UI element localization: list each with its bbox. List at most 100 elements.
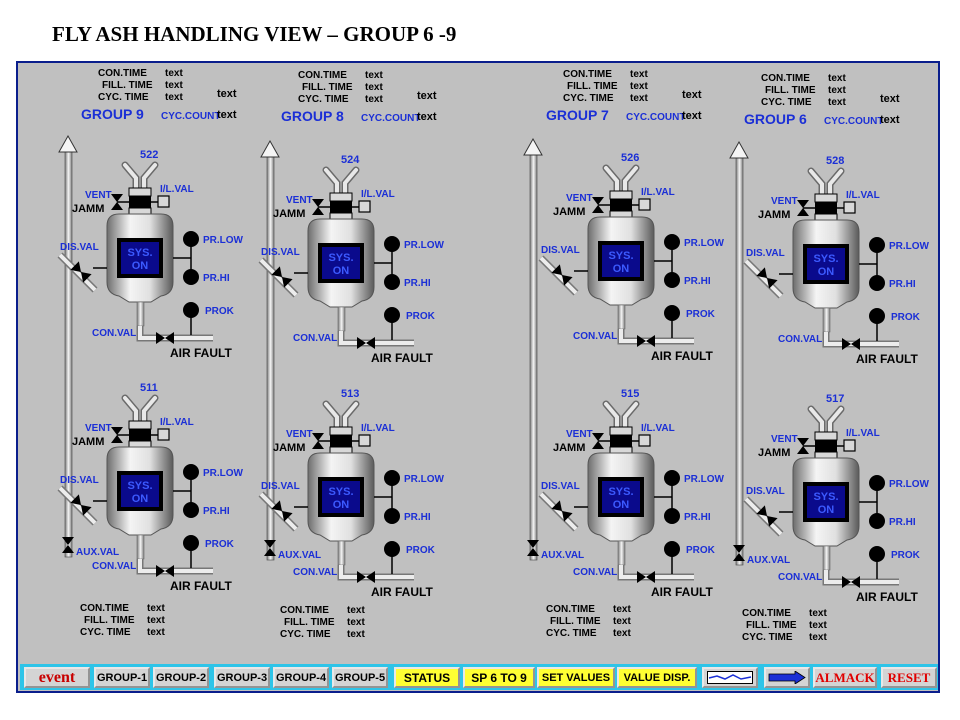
- aux-valve[interactable]: [264, 540, 276, 556]
- vessel-screen[interactable]: [807, 486, 845, 518]
- pr-low-label: PR.LOW: [684, 238, 725, 249]
- inlet-valve-block[interactable]: [815, 202, 837, 214]
- discharge-valve[interactable]: [271, 500, 293, 522]
- vent-valve[interactable]: [111, 427, 123, 443]
- group-2-button[interactable]: GROUP-2: [153, 667, 209, 688]
- pr-hi-indicator[interactable]: [869, 513, 885, 529]
- pr-low-indicator[interactable]: [869, 475, 885, 491]
- pr-hi-indicator[interactable]: [183, 269, 199, 285]
- conveying-valve[interactable]: [156, 565, 174, 577]
- vent-valve[interactable]: [111, 194, 123, 210]
- status-button[interactable]: STATUS: [394, 667, 460, 688]
- vent-valve[interactable]: [797, 200, 809, 216]
- group-3-button[interactable]: GROUP-3: [214, 667, 270, 688]
- discharge-valve[interactable]: [70, 494, 92, 516]
- conveying-valve[interactable]: [637, 335, 655, 347]
- conveying-valve[interactable]: [357, 337, 375, 349]
- vent-valve[interactable]: [592, 197, 604, 213]
- prok-indicator[interactable]: [869, 308, 885, 324]
- vessel-screen[interactable]: [121, 242, 159, 274]
- vessel-screen[interactable]: [602, 481, 640, 513]
- conveying-valve[interactable]: [156, 332, 174, 344]
- pr-hi-indicator[interactable]: [183, 502, 199, 518]
- inlet-valve-block[interactable]: [610, 199, 632, 211]
- pr-hi-indicator[interactable]: [384, 274, 400, 290]
- group-4-button[interactable]: GROUP-4: [273, 667, 329, 688]
- discharge-valve[interactable]: [70, 261, 92, 283]
- fill-time-value: text: [147, 615, 165, 626]
- il-val-indicator[interactable]: [157, 428, 170, 441]
- vessel-screen[interactable]: [322, 247, 360, 279]
- prok-indicator[interactable]: [384, 307, 400, 323]
- pr-hi-indicator[interactable]: [664, 508, 680, 524]
- prok-indicator[interactable]: [664, 541, 680, 557]
- discharge-valve[interactable]: [551, 264, 573, 286]
- pr-hi-indicator[interactable]: [664, 272, 680, 288]
- prok-indicator[interactable]: [664, 305, 680, 321]
- vent-valve[interactable]: [592, 433, 604, 449]
- inlet-valve-top: [609, 426, 633, 436]
- vent-valve[interactable]: [312, 433, 324, 449]
- pr-low-indicator[interactable]: [384, 470, 400, 486]
- set-values-button[interactable]: SET VALUES: [537, 667, 615, 688]
- inlet-valve-block[interactable]: [330, 201, 352, 213]
- discharge-valve[interactable]: [756, 267, 778, 289]
- il-val-indicator[interactable]: [358, 434, 371, 447]
- aux-valve[interactable]: [527, 540, 539, 556]
- vessel-screen[interactable]: [121, 475, 159, 507]
- pr-hi-indicator[interactable]: [869, 275, 885, 291]
- il-val-indicator[interactable]: [843, 201, 856, 214]
- prok-label: PROK: [205, 306, 235, 317]
- group-5-button[interactable]: GROUP-5: [332, 667, 388, 688]
- group-1-button[interactable]: GROUP-1: [94, 667, 150, 688]
- vessel-screen[interactable]: [322, 481, 360, 513]
- prok-indicator[interactable]: [869, 546, 885, 562]
- inlet-valve-block[interactable]: [129, 196, 151, 208]
- conveying-valve[interactable]: [357, 571, 375, 583]
- almack-button[interactable]: ALMACK: [813, 667, 877, 688]
- pr-low-indicator[interactable]: [183, 231, 199, 247]
- event-button[interactable]: event: [24, 667, 90, 688]
- discharge-valve[interactable]: [271, 266, 293, 288]
- il-val-indicator[interactable]: [358, 200, 371, 213]
- prok-indicator[interactable]: [183, 535, 199, 551]
- next-page-button[interactable]: [764, 667, 810, 688]
- pr-low-indicator[interactable]: [183, 464, 199, 480]
- pr-hi-indicator[interactable]: [384, 508, 400, 524]
- discharge-valve[interactable]: [756, 505, 778, 527]
- aux-valve[interactable]: [733, 545, 745, 561]
- inlet-valve-block[interactable]: [129, 429, 151, 441]
- conveying-valve[interactable]: [637, 571, 655, 583]
- inlet-valve-block[interactable]: [815, 440, 837, 452]
- value-disp-button[interactable]: VALUE DISP.: [617, 667, 697, 688]
- reset-button[interactable]: RESET: [881, 667, 937, 688]
- pr-low-indicator[interactable]: [664, 234, 680, 250]
- il-val-indicator[interactable]: [638, 198, 651, 211]
- conveying-valve[interactable]: [842, 576, 860, 588]
- vessel-screen[interactable]: [807, 248, 845, 280]
- pr-low-indicator[interactable]: [384, 236, 400, 252]
- pr-hi-label: PR.HI: [684, 512, 711, 523]
- il-val-indicator[interactable]: [157, 195, 170, 208]
- il-val-indicator[interactable]: [843, 439, 856, 452]
- pr-low-indicator[interactable]: [664, 470, 680, 486]
- vessel-screen[interactable]: [602, 245, 640, 277]
- trend-button[interactable]: [702, 667, 758, 688]
- inlet-pipe-highlight: [809, 407, 843, 434]
- prok-indicator[interactable]: [384, 541, 400, 557]
- discharge-valve[interactable]: [551, 500, 573, 522]
- conveying-valve[interactable]: [842, 338, 860, 350]
- il-val-indicator[interactable]: [638, 434, 651, 447]
- pr-low-indicator[interactable]: [869, 237, 885, 253]
- vent-valve[interactable]: [312, 199, 324, 215]
- inlet-valve-block[interactable]: [330, 435, 352, 447]
- sp-6-to-9-button[interactable]: SP 6 TO 9: [463, 667, 535, 688]
- conveying-pipe-highlight: [824, 570, 899, 584]
- aux-valve[interactable]: [62, 537, 74, 553]
- dis-val-label: DIS.VAL: [261, 481, 300, 492]
- inlet-valve-block[interactable]: [610, 435, 632, 447]
- vent-valve[interactable]: [797, 438, 809, 454]
- prok-indicator[interactable]: [183, 302, 199, 318]
